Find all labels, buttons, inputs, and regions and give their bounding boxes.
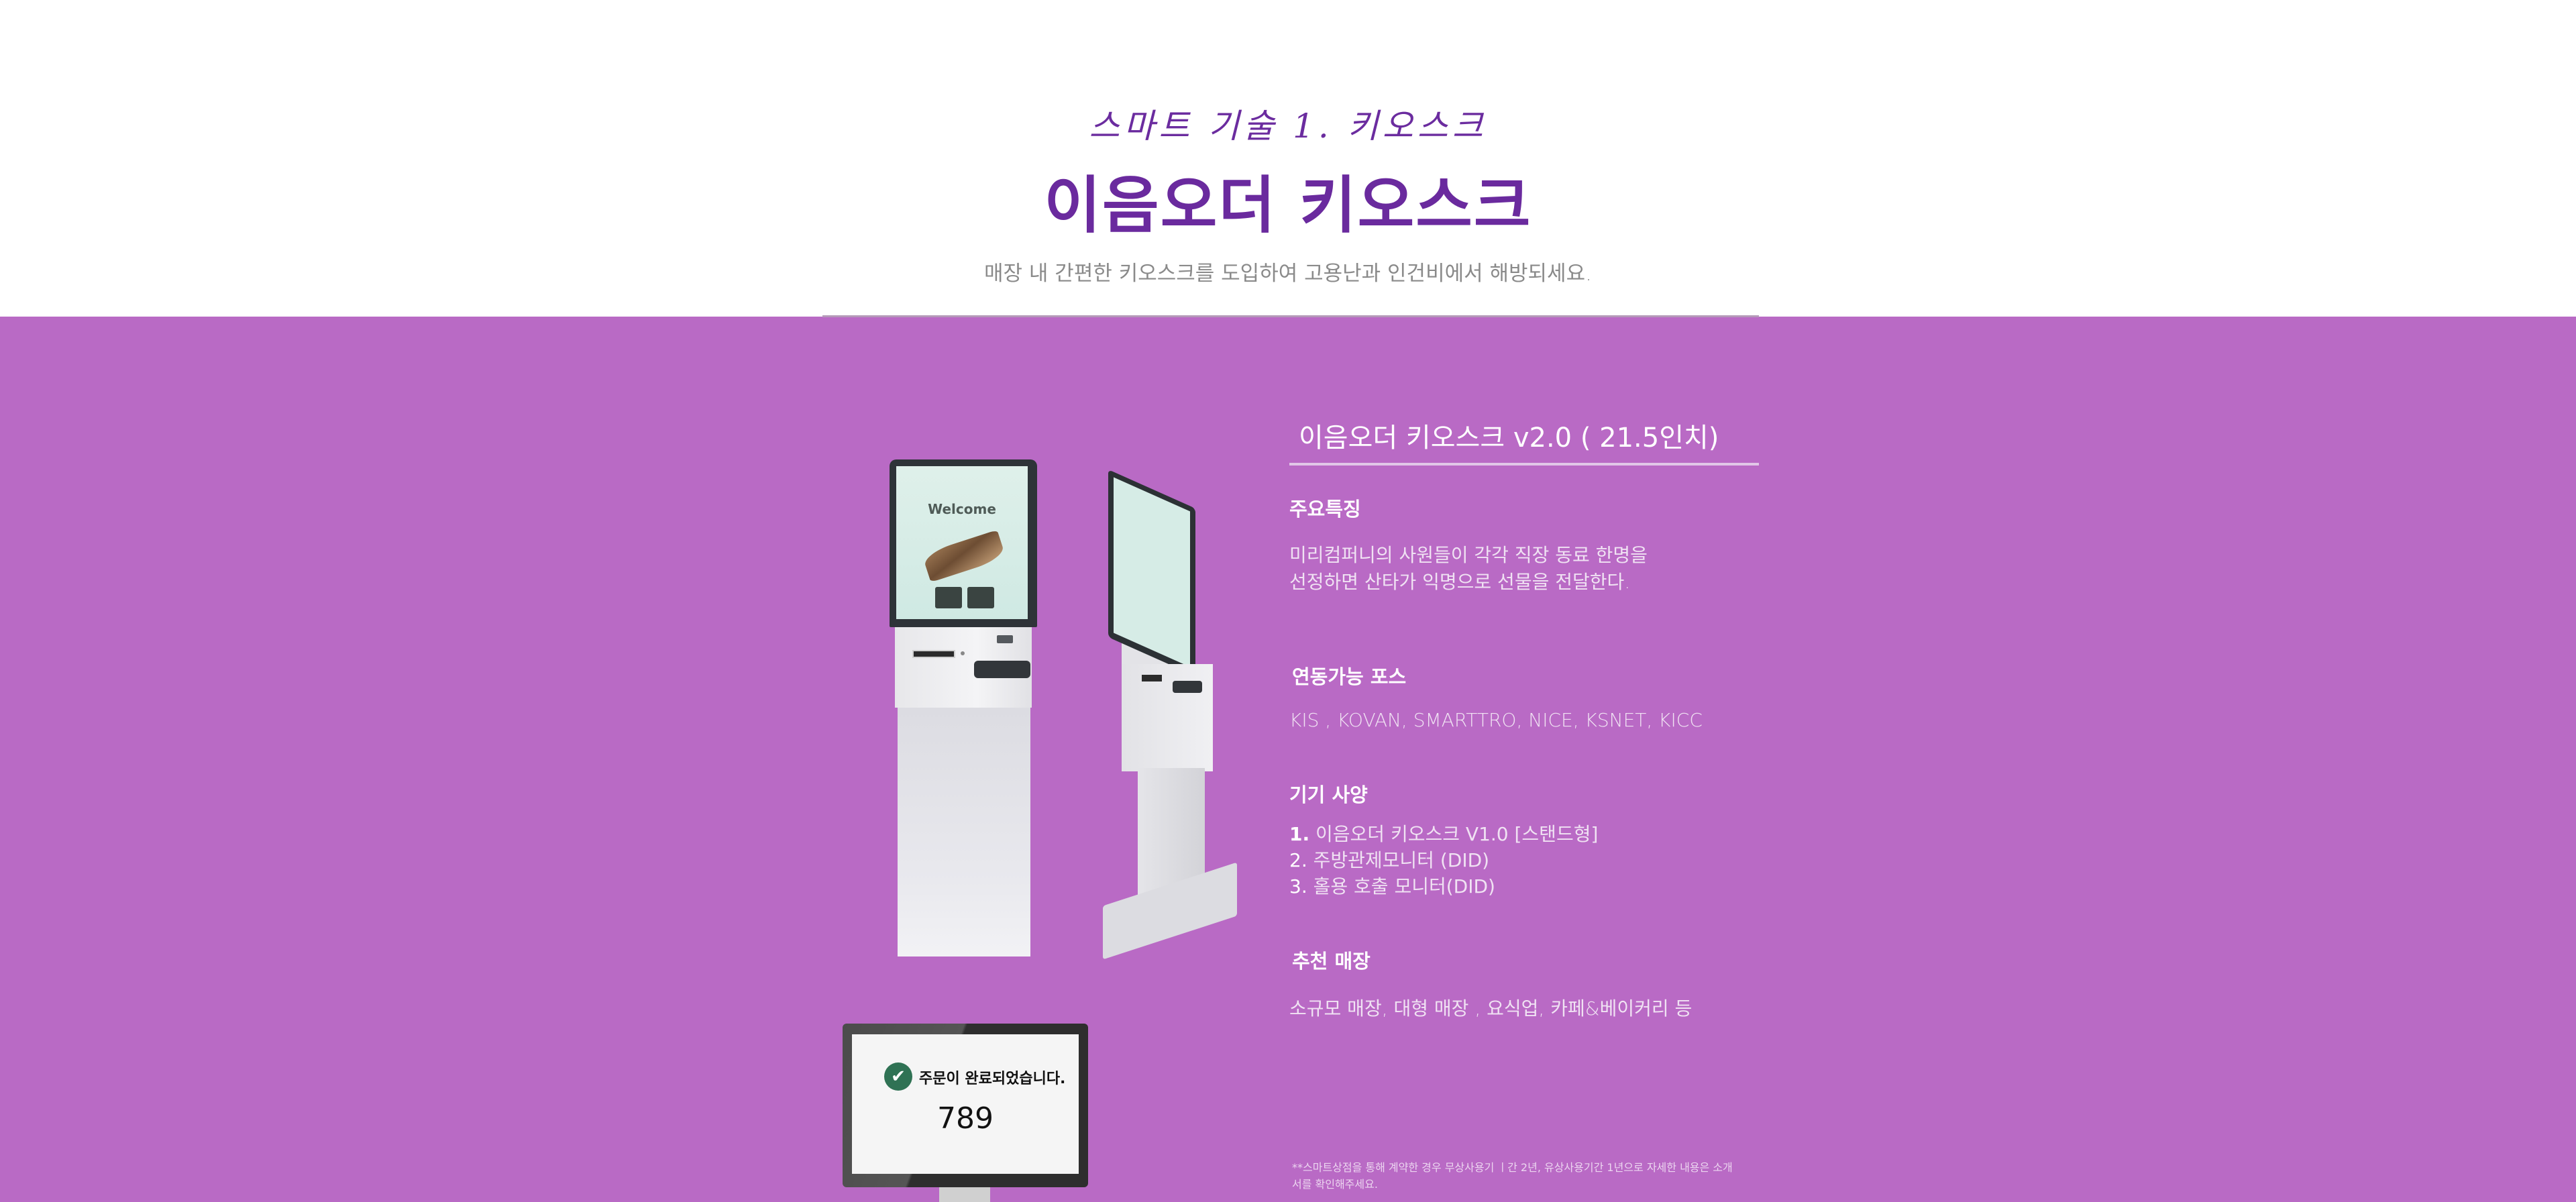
- did-monitor-image: ✔ 주문이 완료되었습니다. 789: [843, 1024, 1088, 1187]
- scanner-icon: [997, 635, 1013, 643]
- order-complete-message: 주문이 완료되었습니다.: [919, 1071, 1066, 1087]
- section-eyebrow: 스마트 기술 1. 키오스크: [1089, 107, 1487, 146]
- kiosk-stand-body: [898, 708, 1030, 957]
- kiosk-screen-button: [967, 587, 994, 608]
- kiosk-side-image: [1095, 463, 1242, 967]
- specs-item: 3. 홀용 호출 모니터(DID): [1289, 875, 1495, 897]
- kiosk-front-image: Welcome: [890, 458, 1037, 958]
- specs-heading: 기기 사양: [1289, 783, 1368, 806]
- product-title-underline: [1289, 463, 1759, 466]
- monitor-stand: [939, 1187, 990, 1202]
- product-info-panel: 이음오더 키오스크 v2.0 ( 21.5인치) 주요특징 미리컴퍼니의 사원들…: [1289, 0, 1772, 1202]
- stores-heading: 추천 매장: [1292, 950, 1371, 973]
- product-title: 이음오더 키오스크 v2.0 ( 21.5인치): [1299, 423, 1719, 453]
- footnote: **스마트상점을 통해 계약한 경우 무상사용기 ㅣ간 2년, 유상사용기간 1…: [1292, 1161, 1733, 1191]
- specs-item: 2. 주방관제모니터 (DID): [1289, 849, 1490, 871]
- stores-text: 소규모 매장, 대형 매장 , 요식업, 카페&베이커리 등: [1289, 997, 1693, 1020]
- page-title: 이음오더 키오스크: [1044, 170, 1532, 241]
- product-band: [0, 317, 2576, 1202]
- food-image: [922, 529, 1006, 583]
- kiosk-payment-unit: [1122, 664, 1213, 771]
- card-slot: [1142, 675, 1162, 681]
- features-line-2: 선정하면 산타가 익명으로 선물을 전달한다.: [1289, 571, 1631, 593]
- indicator-light: [961, 651, 965, 655]
- kiosk-welcome-text: Welcome: [928, 501, 996, 517]
- page-tagline: 매장 내 간편한 키오스크를 도입하여 고용난과 인건비에서 해방되세요.: [984, 262, 1592, 286]
- header-divider: [822, 315, 1759, 317]
- card-slot: [912, 650, 955, 658]
- pos-heading: 연동가능 포스: [1292, 665, 1407, 688]
- order-number: 789: [937, 1101, 994, 1136]
- kiosk-screen-button: [935, 587, 962, 608]
- kiosk-payment-unit: [895, 627, 1032, 708]
- hero-header: 스마트 기술 1. 키오스크 이음오더 키오스크 매장 내 간편한 키오스크를 …: [0, 0, 2576, 317]
- kiosk-screen: [1114, 477, 1190, 667]
- specs-item: 1. 이음오더 키오스크 V1.0 [스탠드형]: [1289, 823, 1599, 845]
- receipt-printer: [974, 661, 1030, 678]
- kiosk-screen-frame: Welcome: [890, 459, 1037, 627]
- kiosk-screen: Welcome: [896, 466, 1028, 619]
- specs-list: 1. 이음오더 키오스크 V1.0 [스탠드형] 2. 주방관제모니터 (DID…: [1289, 821, 1598, 899]
- check-circle-icon: ✔: [884, 1062, 912, 1091]
- pos-list: KIS , KOVAN, SMARTTRO, NICE, KSNET, KICC: [1289, 709, 1703, 731]
- features-line-1: 미리컴퍼니의 사원들이 각각 직장 동료 한명을: [1289, 544, 1648, 566]
- did-monitor-screen: ✔ 주문이 완료되었습니다. 789: [852, 1034, 1079, 1174]
- features-heading: 주요특징: [1289, 498, 1361, 521]
- receipt-printer: [1173, 681, 1202, 693]
